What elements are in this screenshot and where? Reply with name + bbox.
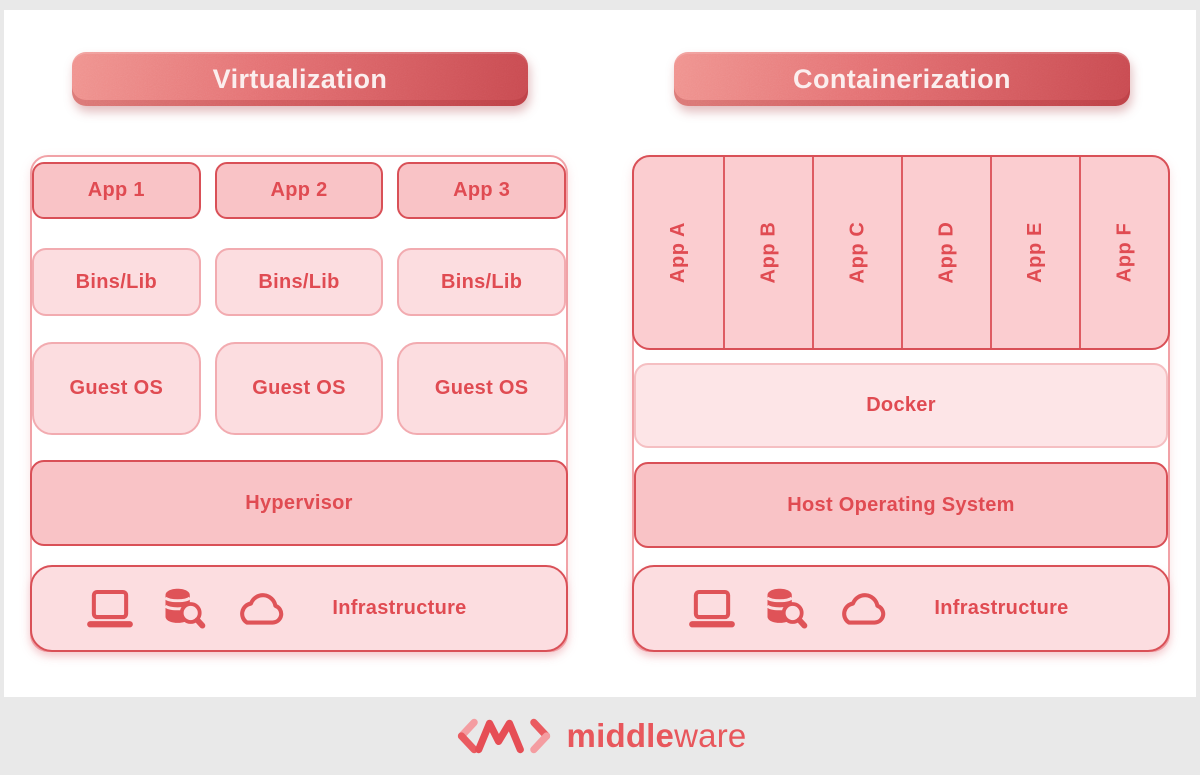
bins-lib-box: Bins/Lib — [214, 248, 384, 316]
laptop-icon — [87, 589, 133, 627]
container-app-cell: App D — [901, 157, 990, 348]
container-app-cell: App F — [1079, 157, 1168, 348]
hypervisor-box: Hypervisor — [30, 460, 568, 546]
container-app-label: App A — [666, 221, 689, 284]
banner-title: Virtualization — [212, 63, 388, 94]
container-app-label: App F — [1113, 222, 1135, 283]
container-app-label: App D — [934, 221, 957, 284]
footer-brand: middleware — [0, 697, 1200, 775]
guest-os-row: Guest OS Guest OS Guest OS — [32, 342, 566, 435]
containerization-panel: App A App B App C App D App E App F Dock… — [632, 155, 1170, 652]
app-box: App 3 — [397, 162, 566, 219]
container-app-cell: App E — [990, 157, 1079, 348]
angle-brackets-logo-icon — [457, 718, 550, 754]
app-box: App 1 — [32, 162, 201, 219]
cloud-icon — [842, 592, 886, 625]
brand-wordmark: middleware — [567, 717, 747, 755]
guest-os-box: Guest OS — [214, 342, 384, 435]
infrastructure-icons — [84, 586, 289, 631]
infrastructure-label: Infrastructure — [332, 597, 467, 619]
infrastructure-box: Infrastructure — [30, 565, 568, 652]
brand-word-regular: ware — [674, 717, 747, 754]
containerization-banner: Containerization — [674, 52, 1130, 106]
guest-os-box: Guest OS — [397, 342, 566, 435]
banner-title: Containerization — [793, 63, 1011, 94]
host-os-box: Host Operating System — [634, 462, 1168, 548]
bins-lib-box: Bins/Lib — [32, 248, 201, 316]
container-app-label: App C — [845, 221, 868, 284]
bins-lib-row: Bins/Lib Bins/Lib Bins/Lib — [32, 248, 566, 316]
apps-row: App 1 App 2 App 3 — [32, 162, 566, 219]
infrastructure-label: Infrastructure — [934, 597, 1069, 619]
container-app-label: App E — [1024, 222, 1046, 283]
container-app-cell: App C — [812, 157, 901, 348]
infrastructure-box: Infrastructure — [632, 565, 1170, 652]
docker-box: Docker — [634, 363, 1168, 448]
container-apps-row: App A App B App C App D App E App F — [632, 155, 1170, 350]
laptop-icon — [689, 589, 735, 627]
container-app-cell: App A — [634, 157, 723, 348]
app-box: App 2 — [214, 162, 384, 219]
container-app-cell: App B — [723, 157, 812, 348]
cloud-icon — [240, 592, 284, 625]
guest-os-box: Guest OS — [32, 342, 201, 435]
database-search-icon — [164, 588, 206, 629]
database-search-icon — [766, 588, 808, 629]
infrastructure-icons — [686, 586, 891, 631]
virtualization-panel: App 1 App 2 App 3 Bins/Lib Bins/Lib Bins… — [30, 155, 568, 652]
bins-lib-box: Bins/Lib — [397, 248, 566, 316]
virtualization-banner: Virtualization — [72, 52, 528, 106]
container-app-label: App B — [756, 221, 779, 284]
brand-word-bold: middle — [566, 717, 675, 754]
